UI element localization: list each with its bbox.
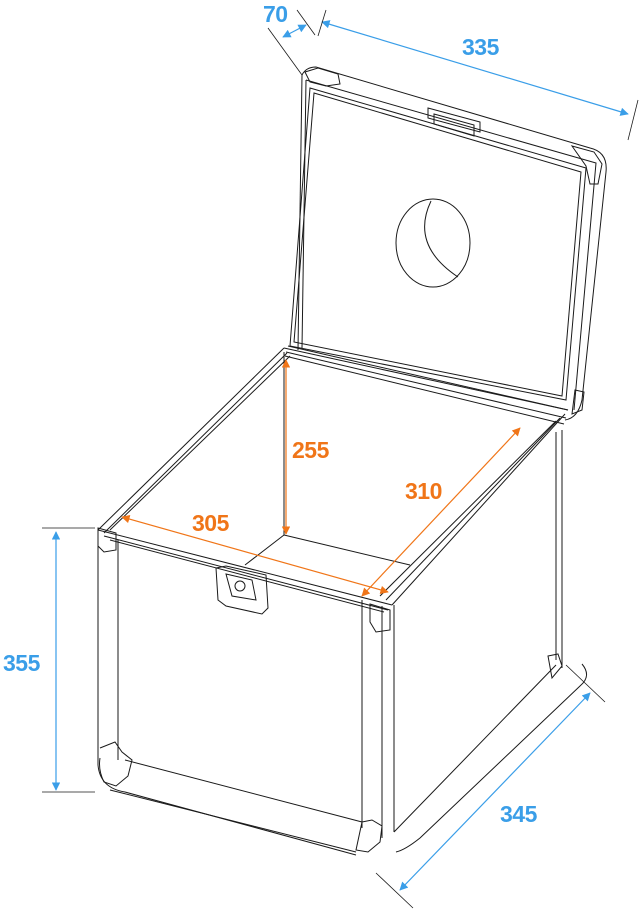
dim-line-inner-depth bbox=[361, 427, 521, 597]
label-lid-depth: 70 bbox=[263, 1, 288, 27]
label-outer-height: 355 bbox=[3, 650, 40, 676]
lid bbox=[284, 66, 607, 425]
dim-line-lid-depth bbox=[282, 24, 307, 38]
label-inner-width: 305 bbox=[192, 510, 229, 536]
label-inner-depth: 310 bbox=[405, 478, 442, 504]
inner-dimension-lines bbox=[121, 359, 521, 597]
lid-vent-hole bbox=[395, 198, 471, 288]
label-inner-height: 255 bbox=[292, 437, 329, 463]
dim-line-depth bbox=[399, 692, 591, 891]
label-outer-depth: 345 bbox=[500, 801, 537, 827]
case-outline bbox=[97, 66, 607, 856]
label-outer-width: 335 bbox=[462, 34, 499, 60]
outer-dimension-lines bbox=[51, 20, 629, 891]
dim-line-width bbox=[321, 20, 629, 116]
dim-line-inner-width bbox=[121, 515, 389, 594]
extension-lines bbox=[42, 9, 639, 909]
case-body bbox=[97, 347, 587, 856]
